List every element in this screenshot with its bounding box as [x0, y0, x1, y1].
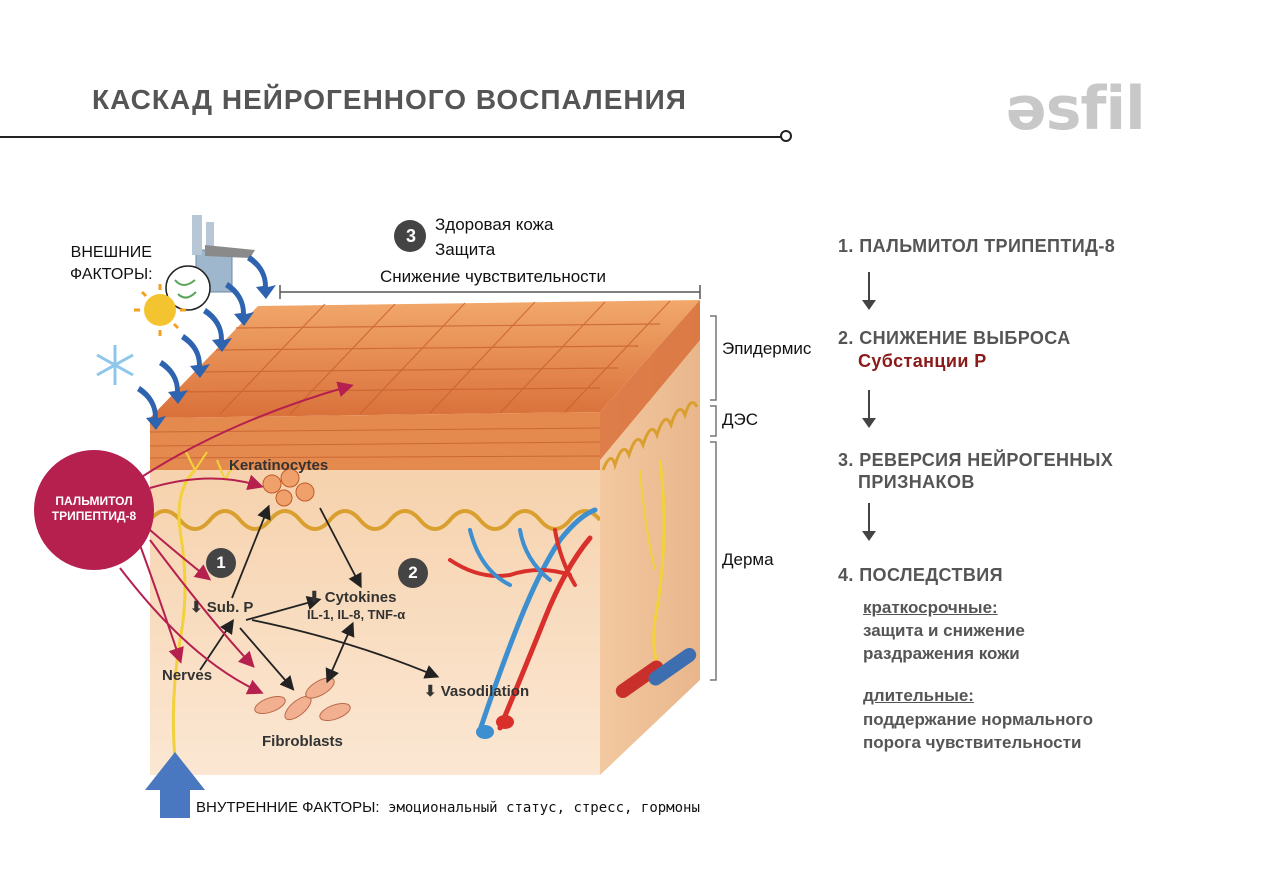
short-term-heading: краткосрочные: — [863, 598, 998, 617]
epidermis-cells — [174, 300, 671, 415]
badge-2-text: 2 — [408, 563, 418, 582]
vasodilation-text: Vasodilation — [440, 683, 530, 700]
step-3-line2: ПРИЗНАКОВ — [858, 472, 975, 492]
peptide-arrows — [119, 381, 354, 695]
badge-2 — [398, 558, 428, 588]
layer-brackets — [710, 315, 717, 681]
long-term-line1: поддержание нормального — [863, 710, 1093, 729]
sun-icon — [134, 284, 186, 336]
internal-factors-head: ВНУТРЕННИЕ ФАКТОРЫ: — [196, 799, 380, 816]
step-2: 2. СНИЖЕНИЕ ВЫБРОСА — [838, 328, 1071, 348]
internal-factors-text: эмоциональный статус, стресс, гормоны — [379, 800, 700, 816]
title-divider-dot — [780, 130, 792, 142]
step-arrow-2 — [862, 390, 876, 428]
brand-logo: əsfil — [1006, 74, 1146, 144]
healthy-skin-label: Здоровая кожа — [435, 215, 554, 234]
keratinocytes-label: Keratinocytes — [229, 457, 329, 474]
title-divider — [0, 136, 784, 138]
des-wave — [148, 509, 602, 531]
top-bracket — [279, 285, 701, 299]
short-term-line2: раздражения кожи — [863, 644, 1020, 663]
blood-vessels — [448, 507, 598, 733]
cytokines-text: Cytokines — [324, 589, 397, 606]
sensitivity-label: Снижение чувствительности — [380, 267, 606, 286]
long-term-heading: длительные: — [863, 686, 974, 705]
front-epidermis — [150, 412, 600, 470]
layer-des: ДЭС — [722, 410, 759, 429]
nerve-fiber — [171, 468, 197, 761]
page-title: КАСКАД НЕЙРОГЕННОГО ВОСПАЛЕНИЯ — [92, 84, 687, 115]
step-1: 1. ПАЛЬМИТОЛ ТРИПЕПТИД-8 — [838, 236, 1116, 256]
badge-3 — [394, 220, 426, 252]
cytokines-list: IL-1, IL-8, TNF-α — [307, 607, 406, 622]
external-arrows — [137, 255, 276, 430]
layer-dermis: Дерма — [722, 550, 774, 569]
front-dermis — [150, 470, 600, 775]
step-arrow-1 — [862, 272, 876, 310]
step-2-sub: Субстанции Р — [858, 351, 987, 371]
layer-epidermis: Эпидермис — [722, 339, 812, 358]
internal-factors-label: ВНУТРЕННИЕ ФАКТОРЫ: эмоциональный статус… — [196, 799, 700, 816]
short-term-line1: защита и снижение — [863, 621, 1025, 640]
long-term-line2: порога чувствительности — [863, 733, 1082, 752]
nerves-label: Nerves — [162, 667, 213, 684]
sub-p-text: Sub. P — [206, 599, 254, 616]
fibroblasts-label: Fibroblasts — [262, 733, 343, 750]
virus-icon — [165, 265, 211, 311]
keratinocyte-cells — [262, 468, 315, 507]
sub-p-label: ⬇ Sub. P — [190, 599, 254, 616]
skin-diagram — [34, 215, 717, 818]
snowflake-icon — [96, 345, 134, 385]
vasodilation-label: ⬇ Vasodilation — [424, 683, 530, 700]
peptide-circle — [34, 450, 154, 570]
internal-factors-arrow — [145, 752, 205, 818]
external-factors-label: ВНЕШНИЕ ФАКТОРЫ: — [70, 244, 153, 283]
peptide-circle-label: ПАЛЬМИТОЛ ТРИПЕПТИД-8 — [51, 494, 137, 523]
badge-3-text: 3 — [405, 226, 416, 246]
protection-label: Защита — [435, 240, 496, 259]
cytokines-label: ⬇ Cytokines — [308, 589, 397, 606]
badge-1-text: 1 — [216, 553, 226, 572]
step-arrow-3 — [862, 503, 876, 541]
step-3-line1: 3. РЕВЕРСИЯ НЕЙРОГЕННЫХ — [838, 450, 1114, 470]
badge-1 — [206, 548, 236, 578]
fibroblast-cells — [254, 677, 351, 722]
step-4: 4. ПОСЛЕДСТВИЯ — [838, 565, 1003, 585]
